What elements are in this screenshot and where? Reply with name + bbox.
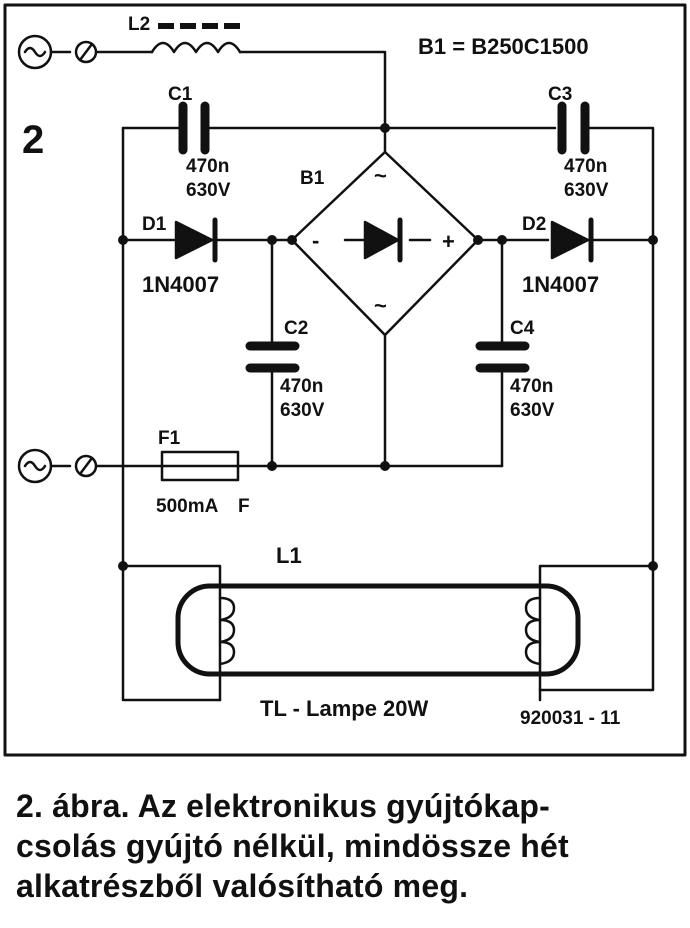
l1-ref: L1	[276, 543, 302, 568]
c3-voltage: 630V	[564, 180, 609, 201]
d2-part: 1N4007	[522, 272, 599, 297]
caption-line-3: alkatrészből valósítható meg.	[16, 868, 469, 904]
b1-ref: B1	[300, 168, 325, 189]
inductor-l2-icon	[150, 41, 242, 54]
wire-left-rail	[121, 126, 222, 702]
ac-source-top-icon	[17, 34, 98, 70]
figure-caption: 2. ábra. Az elektronikus gyújtókap- csol…	[16, 786, 676, 906]
wire-right-to-lamp	[538, 564, 655, 702]
bridge-rectifier-b1-icon	[290, 126, 480, 468]
d1-ref: D1	[142, 214, 167, 235]
wire-c3-to-right	[538, 126, 655, 692]
c3-ref: C3	[548, 84, 572, 105]
capacitor-c2-icon	[245, 341, 300, 373]
c2-voltage: 630V	[280, 400, 325, 421]
c1-voltage: 630V	[186, 180, 231, 201]
fuse-f1-icon	[160, 450, 240, 482]
lamp-description: TL - Lampe 20W	[260, 696, 429, 721]
b1-ac-bottom: ~	[374, 293, 387, 318]
caption-line-2: csolás gyújtó nélkül, mindössze hét	[16, 828, 569, 864]
b1-ac-top: ~	[374, 163, 387, 188]
circuit-schematic: 2 B1 = B250C1500 L2 C1 470n 630V C3 470n…	[3, 3, 687, 757]
capacitor-c4-icon	[475, 341, 530, 373]
c3-value: 470n	[564, 156, 607, 177]
l2-core-dashes	[158, 23, 240, 29]
ac-source-bottom-icon	[17, 448, 98, 484]
capacitor-c1-icon	[178, 101, 210, 155]
f1-rating: 500mA	[156, 496, 219, 517]
c2-ref: C2	[284, 318, 308, 339]
diode-d2-icon	[550, 217, 594, 263]
c1-ref: C1	[168, 84, 193, 105]
figure-number: 2	[22, 118, 44, 162]
d2-ref: D2	[522, 214, 546, 235]
f1-type: F	[238, 496, 250, 517]
c2-value: 470n	[280, 376, 323, 397]
wire-l2-to-node	[238, 50, 387, 130]
b1-minus: -	[312, 228, 319, 253]
l2-ref: L2	[128, 14, 150, 35]
d1-part: 1N4007	[142, 272, 219, 297]
doc-code: 920031 - 11	[520, 708, 621, 729]
capacitor-c3-icon	[557, 101, 590, 155]
fluorescent-lamp-l1-icon	[175, 583, 581, 677]
caption-line-1: 2. ábra. Az elektronikus gyújtókap-	[16, 788, 550, 824]
bridge-spec-label: B1 = B250C1500	[418, 34, 589, 59]
c4-voltage: 630V	[510, 400, 555, 421]
figure-frame	[3, 3, 687, 757]
c4-value: 470n	[510, 376, 553, 397]
c1-value: 470n	[186, 156, 229, 177]
b1-plus: +	[442, 229, 455, 254]
c4-ref: C4	[510, 318, 535, 339]
wire-left-to-lamp	[121, 564, 222, 702]
junction-dots	[118, 123, 658, 571]
f1-ref: F1	[158, 428, 181, 449]
diode-d1-icon	[174, 217, 218, 263]
